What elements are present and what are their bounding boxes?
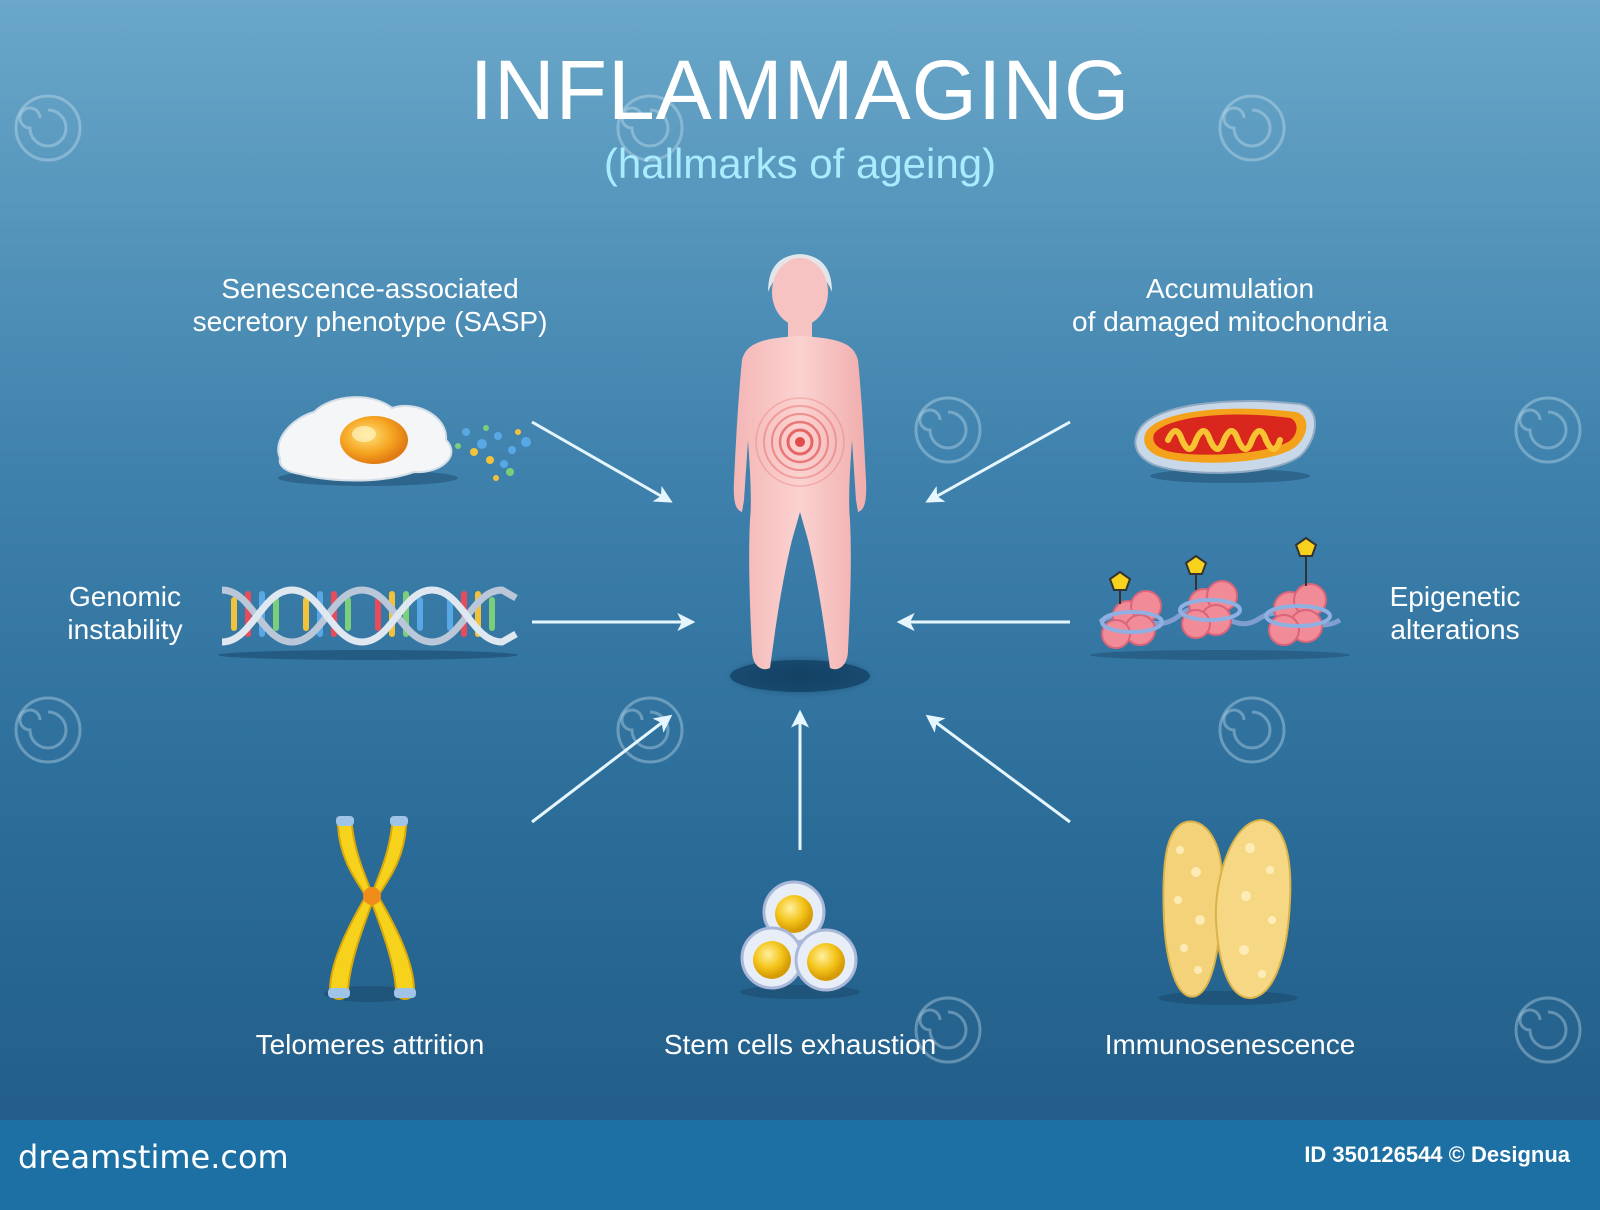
arrow-from-immuno	[925, 714, 1071, 824]
illustration-layer	[14, 94, 1582, 1064]
chromosome-icon	[324, 816, 416, 1002]
nucleosome-icon	[1090, 536, 1350, 660]
stock-id: ID 350126544 © Designua	[1304, 1142, 1570, 1167]
label-epigenetic-alterations: Epigenetic alterations	[1389, 581, 1521, 645]
arrow-from-telomeres	[531, 714, 673, 824]
footer-bar: dreamstime.com ID 350126544 © Designua	[0, 1120, 1600, 1210]
human-body-figure	[722, 254, 878, 698]
senescent-cell-icon	[277, 396, 531, 486]
arrow-from-mitochondria	[925, 420, 1071, 503]
thymus-icon	[1158, 818, 1298, 1005]
brand-logo-text[interactable]: dreamstime.com	[18, 1138, 289, 1176]
label-immunosenescence: Immunosenescence	[1104, 1029, 1356, 1060]
arrow-from-sasp	[531, 420, 673, 503]
inflammation-icon	[755, 397, 845, 487]
label-sasp: Senescence-associated secretory phenotyp…	[192, 273, 548, 337]
arrows	[531, 420, 1071, 850]
page-subtitle: (hallmarks of ageing)	[603, 140, 997, 187]
label-genomic-instability: Genomic instability	[67, 581, 183, 645]
label-mitochondria: Accumulation of damaged mitochondria	[1072, 273, 1388, 337]
mitochondria-icon	[1134, 400, 1316, 483]
dna-helix-icon	[218, 586, 518, 660]
watermark-swirls	[14, 94, 1582, 1064]
label-telomeres: Telomeres attrition	[255, 1029, 485, 1060]
page-title: INFLAMMAGING	[469, 43, 1131, 137]
label-stem-cells: Stem cells exhaustion	[663, 1029, 937, 1060]
stem-cells-icon	[740, 880, 860, 999]
